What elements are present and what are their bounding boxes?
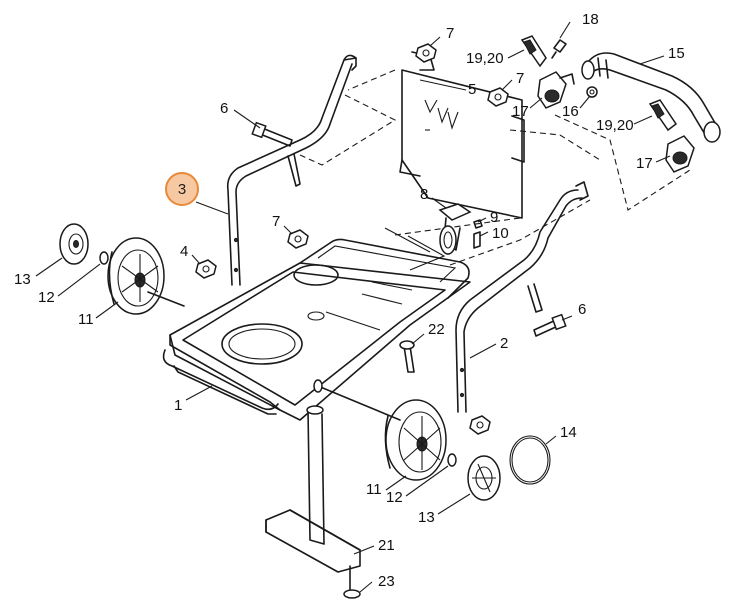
callout-13-right: 13 [418, 509, 435, 526]
callout-12-left: 12 [38, 289, 55, 306]
left-handle-tube [226, 54, 357, 286]
stand-leg [265, 405, 361, 599]
right-handle-tube [455, 181, 589, 413]
callout-21: 21 [378, 537, 395, 554]
left-washer [99, 251, 109, 265]
callout-6-left: 6 [220, 100, 228, 117]
callout-17-upper: 17 [512, 103, 529, 120]
callout-16: 16 [562, 103, 579, 120]
nut-bottom-right [469, 415, 491, 435]
clip-lower [665, 135, 695, 173]
right-washer [447, 453, 457, 467]
nut-upper-right [487, 87, 509, 107]
callout-7-top: 7 [446, 25, 454, 42]
nut-4 [195, 259, 217, 279]
callout-6-right: 6 [578, 301, 586, 318]
caster-wheel [438, 203, 483, 255]
callout-17-lower: 17 [636, 155, 653, 172]
back-panel [399, 51, 525, 219]
callout-1: 1 [174, 397, 182, 414]
nut-left [287, 229, 309, 249]
lever-upper [520, 35, 547, 68]
callout-22: 22 [428, 321, 445, 338]
washer-16 [586, 86, 598, 98]
screw-18 [551, 39, 567, 59]
callout-labels: 1 2 4 5 6 6 7 7 7 8 9 10 11 11 12 12 13 … [14, 11, 685, 590]
nut-top [415, 43, 437, 63]
callout-3-label: 3 [178, 181, 186, 198]
callout-14: 14 [560, 424, 577, 441]
callout-4: 4 [180, 243, 188, 260]
callout-12-right: 12 [386, 489, 403, 506]
lever-lower [648, 99, 678, 132]
left-hubcap [59, 223, 89, 265]
leader-lines [35, 21, 671, 593]
callout-8: 8 [420, 186, 428, 203]
callout-10: 10 [492, 225, 509, 242]
bolt-left [251, 121, 293, 147]
bolt-right [533, 313, 567, 337]
handle-bar [581, 52, 721, 143]
right-hubcap [467, 455, 501, 501]
callout-11-right: 11 [366, 481, 382, 498]
callout-5: 5 [468, 81, 476, 98]
callout-9: 9 [490, 209, 498, 226]
callout-7-left: 7 [272, 213, 280, 230]
left-wheel [107, 237, 185, 315]
right-wheel [313, 379, 447, 481]
callout-11-left: 11 [78, 311, 94, 328]
callout-15: 15 [668, 45, 685, 62]
callout-19-20-upper: 19,20 [466, 50, 504, 67]
callout-2: 2 [500, 335, 508, 352]
clip-upper [537, 71, 575, 109]
highlighted-callout-3[interactable]: 3 [165, 172, 199, 206]
o-ring-14 [509, 435, 551, 485]
base-frame [162, 227, 471, 421]
callout-23: 23 [378, 573, 395, 590]
callout-7-middle: 7 [516, 70, 524, 87]
bolt-22 [399, 340, 415, 373]
assembly-guide-lines [299, 69, 691, 326]
callout-19-20-lower: 19,20 [596, 117, 634, 134]
callout-13-left: 13 [14, 271, 31, 288]
callout-18: 18 [582, 11, 599, 28]
